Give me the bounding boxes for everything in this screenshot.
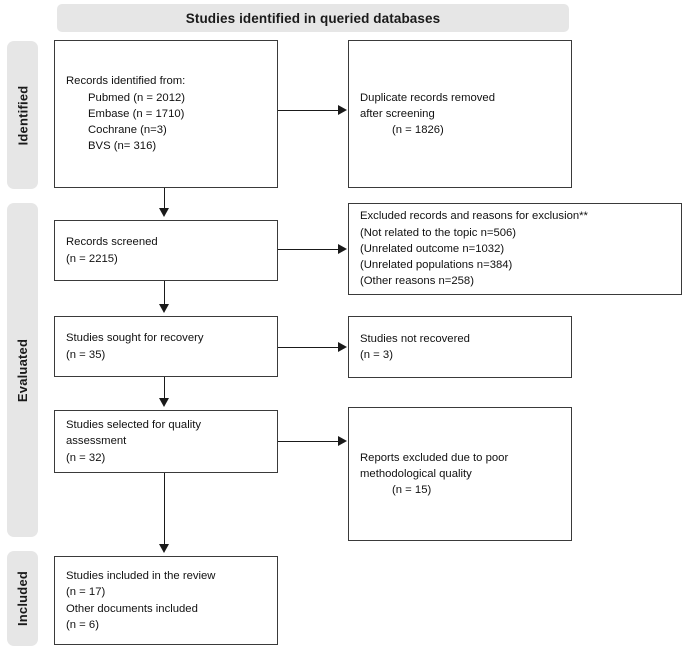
stage-pill-identified: Identified: [7, 41, 38, 189]
connector-line-sought-to-quality: [164, 377, 166, 402]
connector-line-quality-to-included: [164, 473, 166, 548]
box-records-screened: Records screened (n = 2215): [54, 220, 278, 281]
box-line: Studies included in the review: [66, 570, 216, 583]
stage-pill-included: Included: [7, 551, 38, 646]
box-studies-not-recovered: Studies not recovered (n = 3): [348, 316, 572, 378]
arrow-right-icon: [338, 105, 347, 115]
arrow-down-icon: [159, 304, 169, 313]
connector-line-screened-to-excluded: [278, 249, 340, 251]
box-line: (n = 6): [66, 618, 99, 631]
box-line: (Unrelated populations n=384): [360, 259, 513, 272]
box-line: after screening: [360, 107, 435, 120]
connector-line-identified-to-duplicates: [278, 110, 340, 112]
box-line: (n = 15): [392, 484, 432, 497]
box-reports-excluded-poor-quality: Reports excluded due to poor methodologi…: [348, 407, 572, 541]
box-studies-selected-for-quality-assessment: Studies selected for quality assessment …: [54, 410, 278, 473]
arrow-down-icon: [159, 544, 169, 553]
page-title: Studies identified in queried databases: [185, 10, 441, 26]
box-line: (Unrelated outcome n=1032): [360, 242, 505, 255]
box-line: (n = 3): [360, 349, 393, 361]
box-line: Excluded records and reasons for exclusi…: [360, 210, 588, 223]
arrow-down-icon: [159, 398, 169, 407]
box-studies-sought-for-recovery: Studies sought for recovery (n = 35): [54, 316, 278, 377]
diagram-title-banner: Studies identified in queried databases: [57, 4, 569, 32]
box-line: Studies selected for quality: [66, 419, 202, 432]
box-line: (Not related to the topic n=506): [360, 226, 517, 239]
stage-label-included: Included: [15, 570, 30, 627]
box-line: Reports excluded due to poor: [360, 451, 509, 464]
box-line: Pubmed (n = 2012): [88, 91, 186, 104]
box-excluded-records-and-reasons: Excluded records and reasons for exclusi…: [348, 203, 682, 295]
box-line: assessment: [66, 435, 127, 448]
box-line: Cochrane (n=3): [88, 124, 167, 137]
box-line: Studies sought for recovery: [66, 332, 204, 345]
box-line: methodological quality: [360, 467, 472, 480]
box-line: Other documents included: [66, 602, 198, 615]
box-line: (n = 35): [66, 348, 106, 361]
connector-line-sought-to-not-recovered: [278, 347, 340, 349]
box-line: Records screened: [66, 236, 158, 249]
box-line: (n = 2215): [66, 252, 118, 265]
arrow-right-icon: [338, 342, 347, 352]
box-line: (n = 32): [66, 451, 106, 464]
box-line: (Other reasons n=258): [360, 275, 474, 288]
arrow-right-icon: [338, 436, 347, 446]
box-line: (n = 17): [66, 586, 106, 599]
box-line: Records identified from:: [66, 75, 186, 88]
stage-label-identified: Identified: [15, 85, 30, 145]
box-line: Studies not recovered: [360, 332, 470, 345]
box-records-identified-from: Records identified from: Pubmed (n = 201…: [54, 40, 278, 188]
connector-line-screened-to-sought: [164, 281, 166, 308]
arrow-right-icon: [338, 244, 347, 254]
box-studies-included-in-review: Studies included in the review (n = 17) …: [54, 556, 278, 645]
stage-pill-evaluated: Evaluated: [7, 203, 38, 537]
box-line: (n = 1826): [392, 124, 444, 137]
stage-label-evaluated: Evaluated: [15, 338, 30, 402]
connector-line-quality-to-reports-excluded: [278, 441, 340, 443]
box-line: Duplicate records removed: [360, 91, 495, 104]
box-duplicate-records-removed: Duplicate records removed after screenin…: [348, 40, 572, 188]
box-line: Embase (n = 1710): [88, 107, 185, 120]
connector-line-identified-to-screened: [164, 188, 166, 212]
arrow-down-icon: [159, 208, 169, 217]
box-line: BVS (n= 316): [88, 140, 157, 153]
